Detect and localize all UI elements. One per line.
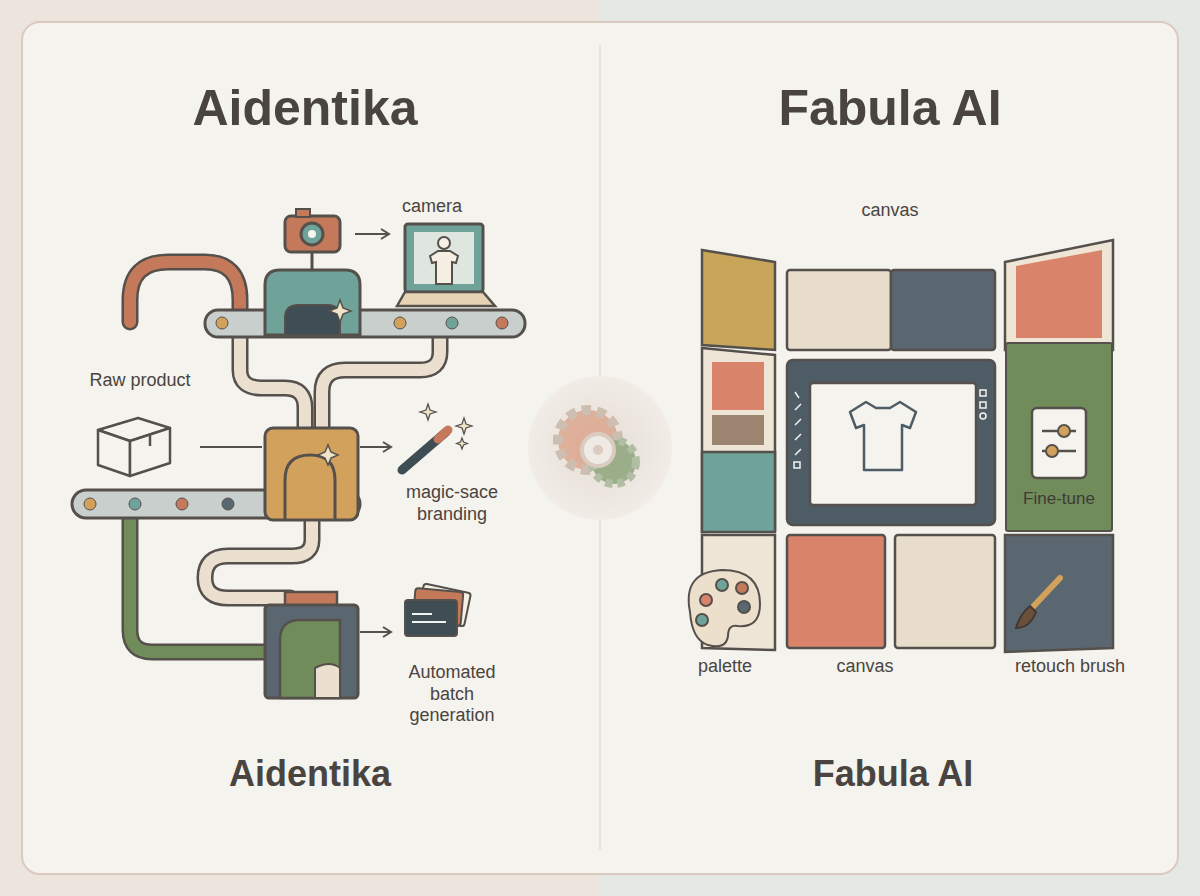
- arrow: [360, 627, 391, 637]
- conveyor-belt: [205, 310, 525, 337]
- sparkle: [329, 300, 351, 322]
- icon-label: palette: [698, 656, 752, 678]
- magic-wand-icon: [402, 404, 472, 470]
- machine-door: [280, 620, 340, 698]
- belt-dots: [216, 317, 508, 329]
- arrow: [360, 442, 391, 452]
- icon-label: retouch brush: [1015, 656, 1125, 678]
- section-heading: Fabula AI: [813, 752, 974, 795]
- icon-label: camera: [402, 196, 462, 218]
- section-heading: Aidentika: [229, 752, 391, 795]
- section-heading: Aidentika: [192, 78, 417, 138]
- settings-panel: Fine-tune: [1005, 342, 1113, 532]
- batch-machine: [265, 605, 358, 698]
- slider-icon: [1030, 406, 1088, 480]
- icon-label: canvas: [836, 656, 893, 678]
- icon-label: Automated batch generation: [390, 662, 515, 727]
- brush-icon: [1016, 578, 1060, 628]
- icon-label: magic-sace branding: [390, 482, 515, 525]
- arrow: [355, 229, 389, 239]
- gear-icon: [558, 410, 636, 484]
- gear-halo: [528, 376, 672, 520]
- section-heading: Fabula AI: [778, 78, 1001, 138]
- belt-dots: [84, 498, 234, 510]
- cards-icon: [405, 583, 471, 636]
- capture-machine: [265, 270, 360, 335]
- sparkle: [318, 445, 338, 465]
- editor-panels: [702, 240, 1113, 652]
- palette-icon: [689, 570, 760, 646]
- monitor-icon: [397, 224, 495, 306]
- feed-line: [200, 446, 262, 448]
- machine-output: [315, 664, 340, 698]
- icon-label: Raw product: [89, 370, 190, 392]
- panel-label: Fine-tune: [1007, 489, 1111, 509]
- tshirt-icon: [850, 402, 916, 470]
- icon-label: canvas: [861, 200, 918, 222]
- camera-icon: [285, 209, 340, 252]
- box-icon: [98, 418, 170, 476]
- card: [22, 22, 1178, 874]
- branding-machine: [265, 428, 358, 520]
